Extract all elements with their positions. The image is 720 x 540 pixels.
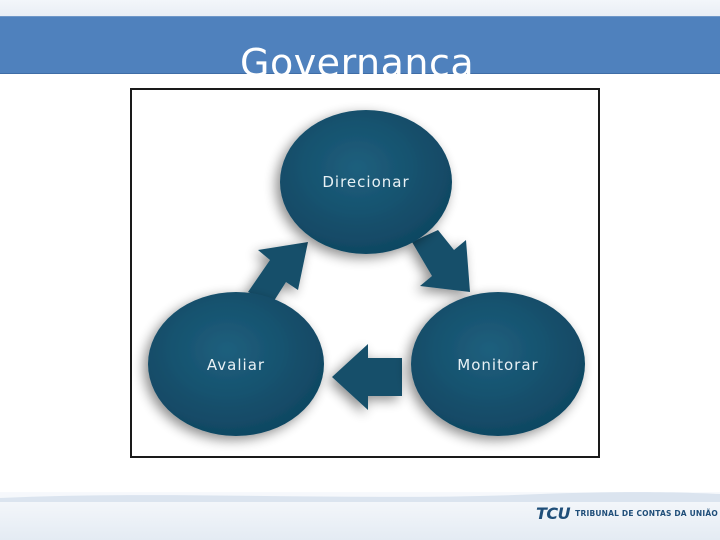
node-direcionar: Direcionar: [280, 110, 452, 254]
node-label-monitorar: Monitorar: [457, 356, 538, 374]
logo-text: TRIBUNAL DE CONTAS DA UNIÃO: [575, 508, 718, 518]
governance-cycle-diagram: Direcionar Monitorar Avaliar: [148, 110, 585, 436]
node-label-avaliar: Avaliar: [207, 356, 265, 374]
node-monitorar: Monitorar: [411, 292, 585, 436]
footer-wave: [0, 492, 720, 502]
title-bar: Governança: [0, 16, 720, 85]
arrow-monitorar-to-avaliar: [332, 344, 402, 410]
arrow-avaliar-to-direcionar: [248, 242, 308, 304]
top-gradient: [0, 0, 720, 16]
node-avaliar: Avaliar: [148, 292, 324, 436]
arrow-direcionar-to-monitorar: [412, 230, 470, 292]
node-label-direcionar: Direcionar: [322, 173, 409, 191]
diagram-frame: Direcionar Monitorar Avaliar: [130, 88, 600, 458]
slide-title: Governança: [240, 41, 475, 85]
logo-mark: TCU: [536, 503, 571, 523]
tcu-logo: TCU TRIBUNAL DE CONTAS DA UNIÃO: [536, 503, 718, 523]
